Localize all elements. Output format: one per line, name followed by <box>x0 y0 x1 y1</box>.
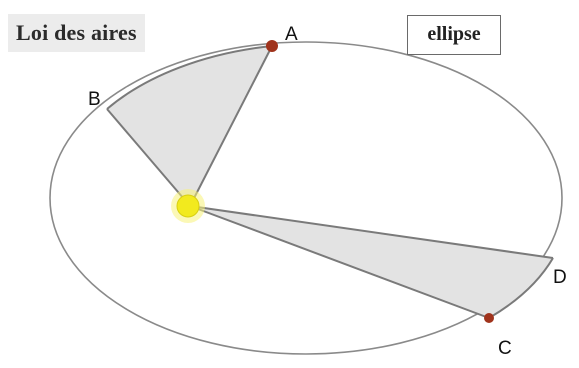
radius-sun-to-b <box>106 108 191 207</box>
area-sector-cd <box>190 206 553 318</box>
planet-at-c <box>484 313 494 323</box>
point-label-d: D <box>553 267 567 288</box>
point-label-b: B <box>88 89 101 110</box>
radius-sun-to-d <box>189 205 554 259</box>
area-sector-ab <box>107 46 272 206</box>
orbit-arc-cd <box>488 257 554 319</box>
point-label-a: A <box>285 24 298 45</box>
point-label-c: C <box>498 338 512 359</box>
sun <box>176 194 200 218</box>
ellipse-label-box: ellipse <box>407 15 501 55</box>
planet-at-a <box>266 40 278 52</box>
orbit-ellipse <box>49 41 563 355</box>
orbit-arc-ab <box>106 45 273 110</box>
radius-sun-to-a <box>189 45 273 207</box>
diagram-title: Loi des aires <box>8 14 145 52</box>
radius-sun-to-c <box>189 205 490 319</box>
